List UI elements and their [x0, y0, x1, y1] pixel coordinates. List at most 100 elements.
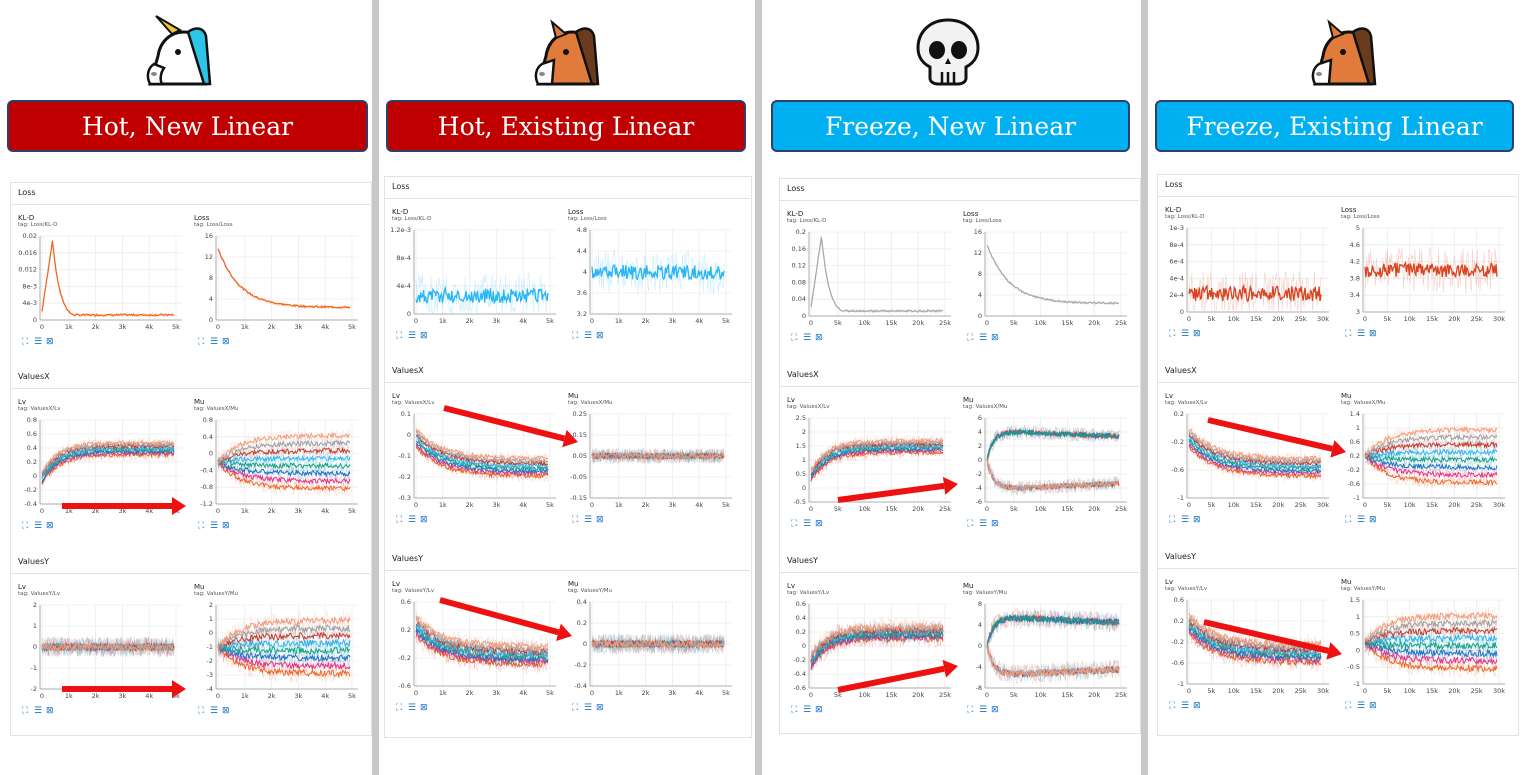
y-tick-label: -0.1: [398, 452, 411, 460]
y-tick-label: 0.2: [577, 619, 587, 627]
series-line: [591, 639, 725, 649]
fit-domain-icon[interactable]: ⊠: [991, 333, 999, 343]
fit-domain-icon[interactable]: ⊠: [46, 706, 54, 716]
series-line-raw: [1188, 433, 1322, 470]
y-tick-label: -0.8: [200, 483, 213, 491]
expand-icon[interactable]: ⛶: [22, 706, 29, 716]
plot-title: Loss: [963, 210, 979, 218]
expand-icon[interactable]: ⛶: [791, 705, 798, 715]
list-icon[interactable]: ☰: [979, 333, 988, 343]
list-icon[interactable]: ☰: [584, 331, 593, 341]
expand-icon[interactable]: ⛶: [396, 515, 403, 525]
fit-domain-icon[interactable]: ⊠: [1369, 329, 1377, 339]
expand-icon[interactable]: ⛶: [1345, 329, 1352, 339]
fit-domain-icon[interactable]: ⊠: [222, 706, 230, 716]
x-tick-label: 1k: [241, 692, 249, 700]
expand-icon[interactable]: ⛶: [198, 337, 205, 347]
y-tick-label: 1e-3: [1169, 224, 1184, 232]
list-icon[interactable]: ☰: [803, 333, 812, 343]
list-icon[interactable]: ☰: [803, 705, 812, 715]
expand-icon[interactable]: ⛶: [967, 333, 974, 343]
list-icon[interactable]: ☰: [210, 337, 219, 347]
list-icon[interactable]: ☰: [979, 705, 988, 715]
series-line: [217, 644, 351, 656]
plot-title: Lv: [1165, 392, 1174, 400]
y-tick-label: 0.8: [203, 416, 213, 424]
fit-domain-icon[interactable]: ⊠: [1193, 701, 1201, 711]
expand-icon[interactable]: ⛶: [967, 705, 974, 715]
fit-domain-icon[interactable]: ⊠: [1369, 701, 1377, 711]
list-icon[interactable]: ☰: [210, 521, 219, 531]
series-line: [1188, 440, 1322, 475]
series-line: [217, 638, 351, 650]
fit-domain-icon[interactable]: ⊠: [596, 703, 604, 713]
list-icon[interactable]: ☰: [1181, 329, 1190, 339]
list-icon[interactable]: ☰: [1357, 329, 1366, 339]
fit-domain-icon[interactable]: ⊠: [222, 521, 230, 531]
x-tick-label: 15k: [885, 505, 897, 513]
fit-domain-icon[interactable]: ⊠: [596, 331, 604, 341]
fit-domain-icon[interactable]: ⊠: [222, 337, 230, 347]
list-icon[interactable]: ☰: [408, 515, 417, 525]
series-line: [217, 615, 351, 651]
series-line-raw: [810, 617, 944, 664]
fit-domain-icon[interactable]: ⊠: [420, 515, 428, 525]
expand-icon[interactable]: ⛶: [198, 706, 205, 716]
list-icon[interactable]: ☰: [1357, 515, 1366, 525]
fit-domain-icon[interactable]: ⊠: [815, 705, 823, 715]
expand-icon[interactable]: ⛶: [22, 337, 29, 347]
list-icon[interactable]: ☰: [408, 331, 417, 341]
expand-icon[interactable]: ⛶: [198, 521, 205, 531]
list-icon[interactable]: ☰: [34, 337, 43, 347]
list-icon[interactable]: ☰: [1181, 515, 1190, 525]
x-tick-label: 10k: [1404, 687, 1416, 695]
fit-domain-icon[interactable]: ⊠: [46, 337, 54, 347]
expand-icon[interactable]: ⛶: [1345, 515, 1352, 525]
list-icon[interactable]: ☰: [408, 703, 417, 713]
x-tick-label: 0: [809, 505, 813, 513]
list-icon[interactable]: ☰: [1181, 701, 1190, 711]
expand-icon[interactable]: ⛶: [572, 703, 579, 713]
x-tick-label: 25k: [1471, 687, 1483, 695]
expand-icon[interactable]: ⛶: [572, 331, 579, 341]
x-tick-label: 3k: [294, 507, 302, 515]
series-line: [217, 459, 351, 470]
y-tick-label: -0.6: [1171, 659, 1184, 667]
expand-icon[interactable]: ⛶: [1345, 701, 1352, 711]
list-icon[interactable]: ☰: [210, 706, 219, 716]
list-icon[interactable]: ☰: [803, 519, 812, 529]
expand-icon[interactable]: ⛶: [1169, 701, 1176, 711]
list-icon[interactable]: ☰: [1357, 701, 1366, 711]
list-icon[interactable]: ☰: [584, 515, 593, 525]
fit-domain-icon[interactable]: ⊠: [46, 521, 54, 531]
expand-icon[interactable]: ⛶: [396, 331, 403, 341]
list-icon[interactable]: ☰: [979, 519, 988, 529]
expand-icon[interactable]: ⛶: [22, 521, 29, 531]
fit-domain-icon[interactable]: ⊠: [1193, 329, 1201, 339]
series-line: [1364, 639, 1498, 673]
fit-domain-icon[interactable]: ⊠: [420, 703, 428, 713]
plot-tag: tag: Loss/Loss: [1341, 214, 1380, 220]
fit-domain-icon[interactable]: ⊠: [1193, 515, 1201, 525]
expand-icon[interactable]: ⛶: [791, 519, 798, 529]
fit-domain-icon[interactable]: ⊠: [815, 333, 823, 343]
fit-domain-icon[interactable]: ⊠: [991, 705, 999, 715]
fit-domain-icon[interactable]: ⊠: [420, 331, 428, 341]
expand-icon[interactable]: ⛶: [1169, 329, 1176, 339]
list-icon[interactable]: ☰: [34, 706, 43, 716]
y-tick-label: 0.4: [203, 433, 213, 441]
fit-domain-icon[interactable]: ⊠: [596, 515, 604, 525]
expand-icon[interactable]: ⛶: [396, 703, 403, 713]
fit-domain-icon[interactable]: ⊠: [1369, 515, 1377, 525]
y-tick-label: 12: [205, 253, 213, 261]
list-icon[interactable]: ☰: [584, 703, 593, 713]
x-tick-label: 2k: [268, 323, 276, 331]
list-icon[interactable]: ☰: [34, 521, 43, 531]
expand-icon[interactable]: ⛶: [572, 515, 579, 525]
fit-domain-icon[interactable]: ⊠: [991, 519, 999, 529]
expand-icon[interactable]: ⛶: [967, 519, 974, 529]
expand-icon[interactable]: ⛶: [1169, 515, 1176, 525]
fit-domain-icon[interactable]: ⊠: [815, 519, 823, 529]
expand-icon[interactable]: ⛶: [791, 333, 798, 343]
